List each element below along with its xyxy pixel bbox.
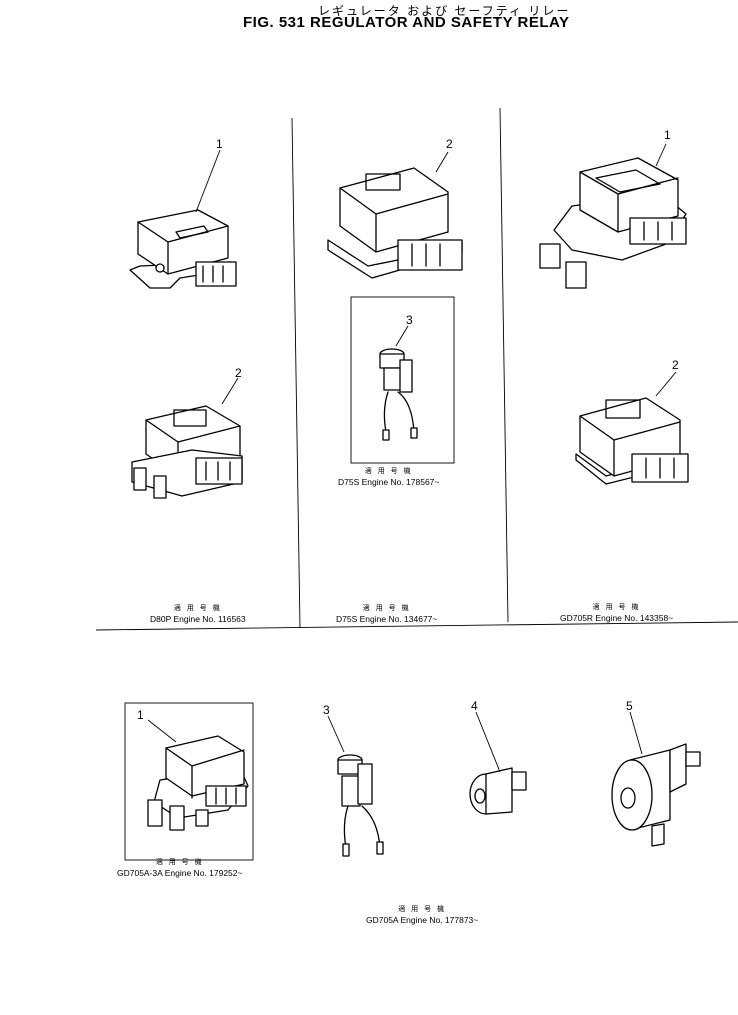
leader-line-2c <box>655 371 677 397</box>
callout-part-1-bottom-left: 1 <box>137 708 144 722</box>
caption-label-jp: 適 用 号 機 <box>155 859 204 866</box>
callout-part-3-bottom: 3 <box>323 703 330 717</box>
leader-line-1b <box>655 143 667 167</box>
callout-part-1-top-right: 1 <box>664 128 671 142</box>
divider-vertical-left <box>291 117 301 629</box>
caption-engine-number: D75S Engine No. 134677~ <box>336 614 438 624</box>
inset-box-center <box>350 296 455 464</box>
callout-part-1-top-left: 1 <box>216 137 223 151</box>
caption-label-jp: 適 用 号 機 <box>398 906 447 913</box>
callout-part-5: 5 <box>626 699 633 713</box>
inset-box-bottom-left <box>124 702 254 861</box>
safety-relay-part-3-bottom <box>337 754 384 857</box>
relay-part-5 <box>611 743 701 847</box>
caption-label-jp: 適 用 号 機 <box>173 605 222 612</box>
caption-engine-number: GD705R Engine No. 143358~ <box>560 613 674 623</box>
leader-line-1c <box>147 719 177 743</box>
callout-part-2-mid-right: 2 <box>672 358 679 372</box>
regulator-part-1-bottom-left <box>147 735 249 831</box>
leader-line-3b <box>327 715 345 753</box>
caption-label-jp: 適 用 号 機 <box>592 604 641 611</box>
caption-d75s-inset: 適 用 号 機 D75S Engine No. 178567~ <box>338 467 439 487</box>
regulator-part-2-mid-right <box>575 397 689 485</box>
caption-engine-number: D75S Engine No. 178567~ <box>338 477 440 487</box>
divider-vertical-right <box>499 107 509 623</box>
safety-relay-part-3-center <box>379 348 418 441</box>
callout-part-3-center: 3 <box>406 313 413 327</box>
title-japanese: レギュレータ および セーフティ リレー <box>318 4 571 18</box>
caption-d80p: 適 用 号 機 D80P Engine No. 116563 <box>150 604 246 624</box>
caption-label-jp: 適 用 号 機 <box>364 468 413 475</box>
leader-line-4 <box>475 711 501 773</box>
divider-horizontal <box>95 621 738 631</box>
caption-engine-number: GD705A-3A Engine No. 179252~ <box>117 868 243 878</box>
caption-engine-number: D80P Engine No. 116563 <box>150 614 246 624</box>
caption-d75s: 適 用 号 機 D75S Engine No. 134677~ <box>336 604 437 624</box>
figure-title: FIG. 531 REGULATOR AND SAFETY RELAY <box>243 14 570 31</box>
leader-line-5 <box>629 711 643 755</box>
callout-part-2-mid-left: 2 <box>235 366 242 380</box>
leader-line-3a <box>395 325 409 347</box>
caption-gd705r: 適 用 号 機 GD705R Engine No. 143358~ <box>560 603 673 623</box>
regulator-part-1-top-left <box>129 209 237 289</box>
regulator-part-1-top-right <box>539 157 687 289</box>
regulator-part-2-mid-left <box>131 405 243 499</box>
leader-line-2b <box>435 151 449 173</box>
caption-label-jp: 適 用 号 機 <box>362 605 411 612</box>
caption-gd705a-3a: 適 用 号 機 GD705A-3A Engine No. 179252~ <box>117 858 242 878</box>
caption-gd705a: 適 用 号 機 GD705A Engine No. 177873~ <box>366 905 478 925</box>
leader-line-1a <box>195 149 221 213</box>
caption-engine-number: GD705A Engine No. 177873~ <box>366 915 479 925</box>
pressure-switch-part-4 <box>469 767 527 815</box>
leader-line-2a <box>221 377 239 405</box>
regulator-part-2-top-center <box>327 167 463 279</box>
callout-part-4: 4 <box>471 699 478 713</box>
callout-part-2-top-center: 2 <box>446 137 453 151</box>
